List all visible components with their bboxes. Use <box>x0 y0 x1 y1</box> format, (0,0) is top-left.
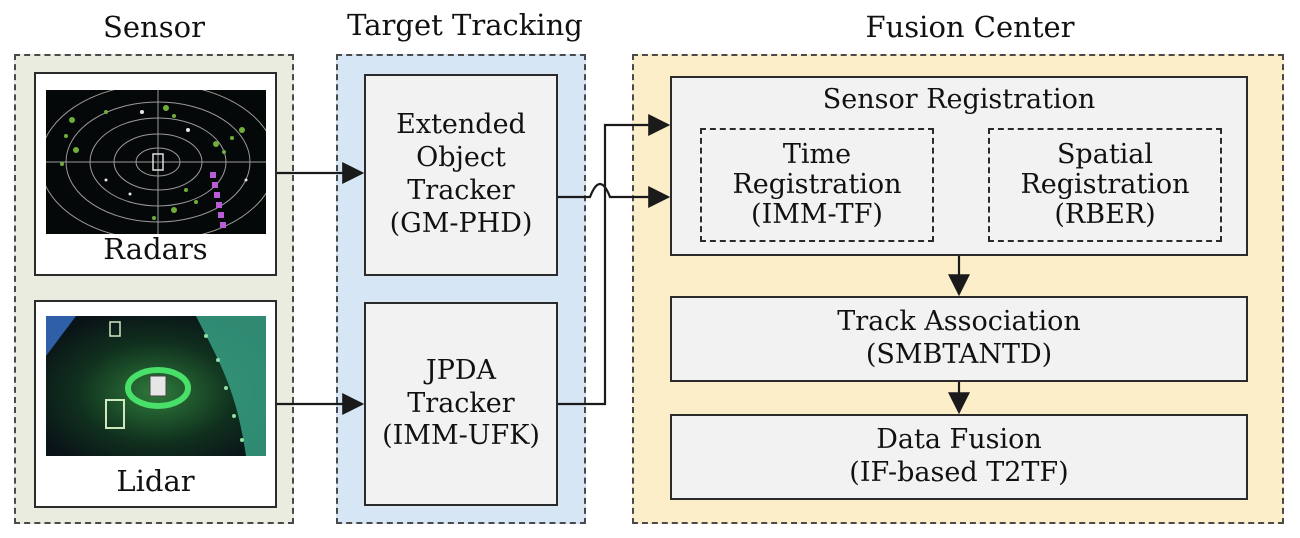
lidar-point-cloud-image <box>46 316 266 456</box>
track-association-line-1: Track Association <box>837 306 1081 338</box>
jpda-tracker-line-3: (IMM-UFK) <box>382 420 540 452</box>
lidar-label: Lidar <box>116 464 195 498</box>
radars-card: Radars <box>34 72 277 276</box>
extended-tracker-line-1: Extended <box>396 109 526 141</box>
radars-label: Radars <box>103 232 208 266</box>
time-registration-line-1: Time <box>782 138 852 170</box>
extended-tracker-line-4: (GM-PHD) <box>389 207 533 239</box>
spatial-registration-box: Spatial Registration (RBER) <box>988 128 1222 242</box>
sensor-registration-title: Sensor Registration <box>822 84 1096 115</box>
sensor-registration-box: Sensor Registration <box>670 76 1248 256</box>
jpda-tracker-box: JPDA Tracker (IMM-UFK) <box>364 302 558 506</box>
tracking-panel-title: Target Tracking <box>347 8 583 42</box>
radar-point-cloud-image <box>46 90 266 234</box>
jpda-tracker-line-2: Tracker <box>407 387 515 419</box>
time-registration-line-2: Registration <box>732 168 902 200</box>
lidar-card: Lidar <box>34 300 277 508</box>
data-fusion-line-1: Data Fusion <box>876 424 1042 456</box>
extended-object-tracker-box: Extended Object Tracker (GM-PHD) <box>364 74 558 276</box>
spatial-registration-line-2: Registration <box>1020 168 1190 200</box>
time-registration-box: Time Registration (IMM-TF) <box>700 128 934 242</box>
spatial-registration-line-3: (RBER) <box>1054 199 1156 231</box>
time-registration-line-3: (IMM-TF) <box>751 199 883 231</box>
data-fusion-box: Data Fusion (IF-based T2TF) <box>670 414 1248 500</box>
spatial-registration-line-1: Spatial <box>1056 138 1154 170</box>
jpda-tracker-line-1: JPDA <box>425 354 497 386</box>
extended-tracker-line-3: Tracker <box>407 175 515 206</box>
fusion-panel-title: Fusion Center <box>865 10 1075 44</box>
data-fusion-line-2: (IF-based T2TF) <box>849 457 1069 488</box>
sensor-panel-title: Sensor <box>103 10 205 44</box>
extended-tracker-line-2: Object <box>416 142 506 174</box>
track-association-box: Track Association (SMBTANTD) <box>670 296 1248 382</box>
track-association-line-2: (SMBTANTD) <box>865 339 1053 370</box>
